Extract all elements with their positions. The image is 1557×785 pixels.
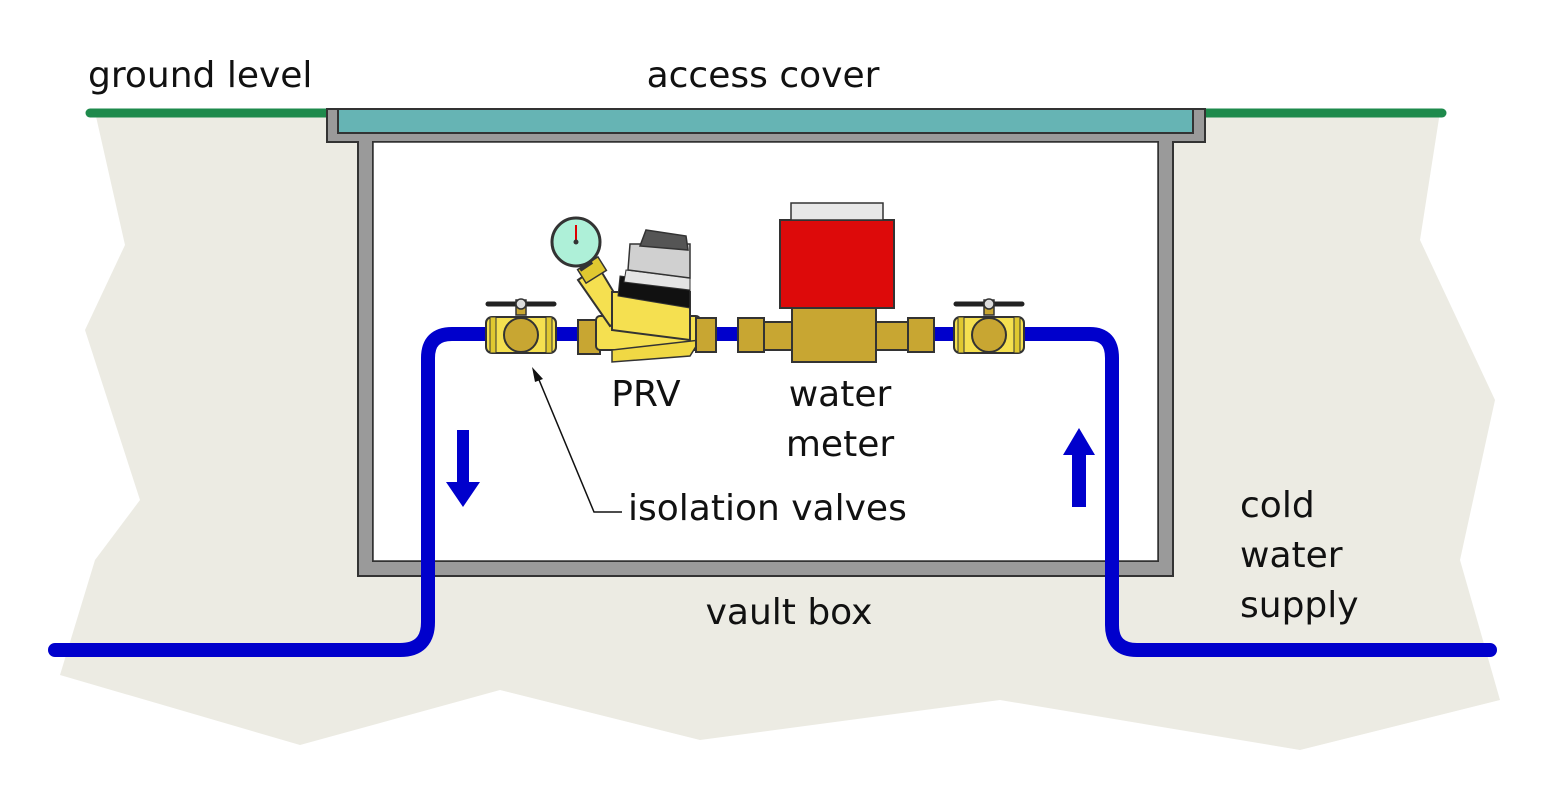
ground-soil (60, 112, 1500, 750)
flow-arrow-up (1063, 428, 1095, 507)
isolation-valves-leader (532, 367, 622, 513)
isolation-valve-left (485, 298, 557, 354)
cold-water-supply-label-line1: cold (1240, 485, 1315, 526)
access-cover (337, 108, 1194, 134)
water-meter-label-line2: meter (786, 424, 894, 465)
prv (550, 216, 717, 363)
prv-label: PRV (611, 374, 681, 415)
isolation-valves-label: isolation valves (628, 488, 907, 529)
pressure-gauge-icon (550, 216, 602, 272)
cold-water-supply-label-line2: water (1240, 535, 1343, 576)
water-meter (737, 202, 935, 363)
water-meter-label-line1: water (789, 374, 892, 415)
isolation-valve-right (953, 298, 1025, 354)
flow-arrow-down (446, 430, 480, 507)
cold-water-supply-label-line3: supply (1240, 585, 1359, 626)
access-cover-label: access cover (647, 55, 880, 96)
ground-level-label: ground level (88, 55, 312, 96)
vault-box-label: vault box (706, 592, 873, 633)
